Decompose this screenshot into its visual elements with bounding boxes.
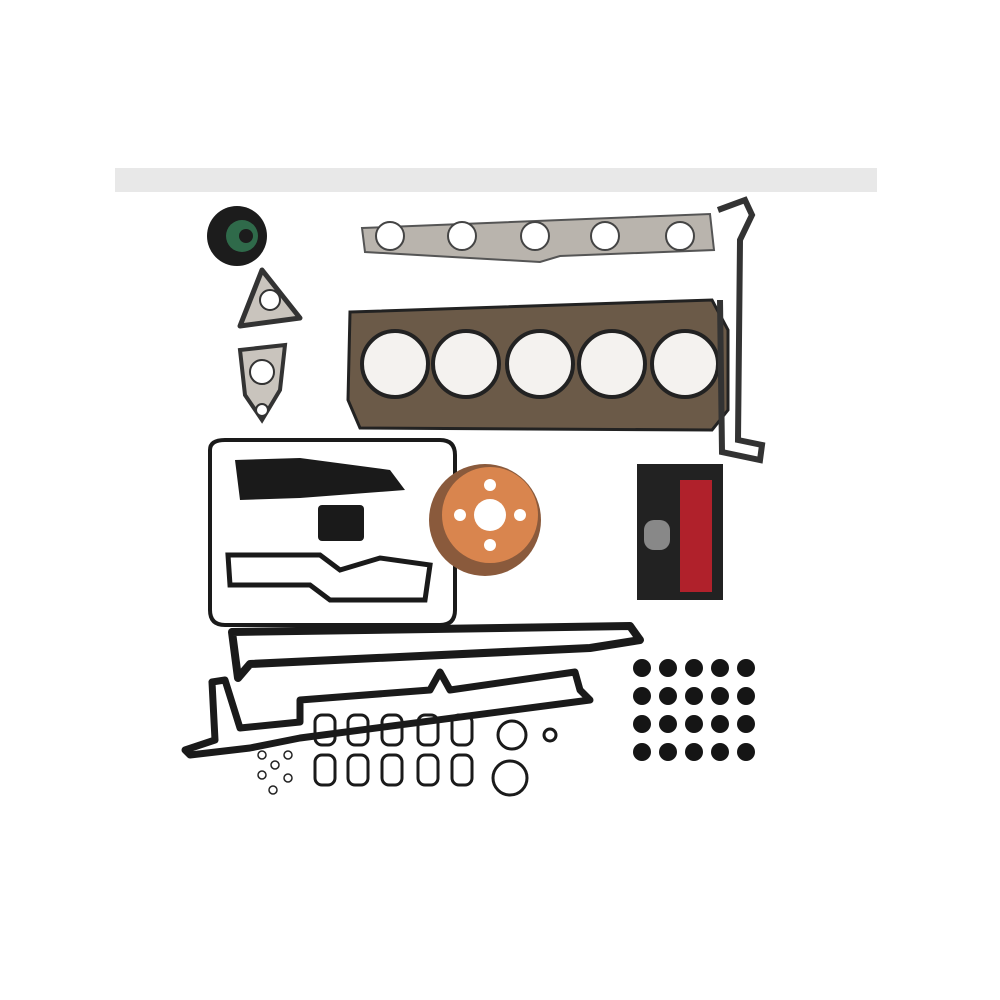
small-o-rings (257, 750, 293, 795)
o-ring (496, 719, 528, 751)
manifold-port (590, 221, 620, 251)
cylinder-bore (505, 329, 575, 399)
valve-stem-seal (737, 743, 755, 761)
valve-stem-seal (633, 687, 651, 705)
intake-port-seal (416, 753, 440, 787)
cylinder-bore (431, 329, 501, 399)
intake-port-seal (450, 753, 474, 787)
intake-port-seal (313, 713, 337, 747)
o-ring (542, 727, 558, 743)
manifold-port (665, 221, 695, 251)
intake-port-seal (416, 713, 440, 747)
valve-stem-seal (659, 687, 677, 705)
intake-port-seal (380, 753, 404, 787)
valve-stem-seal (685, 687, 703, 705)
valve-stem-seal (633, 659, 651, 677)
cylinder-head-gasket (346, 196, 766, 464)
valve-stem-seal (711, 687, 729, 705)
valve-stem-seal (659, 659, 677, 677)
valve-stem-seal (737, 715, 755, 733)
cylinder-bore (577, 329, 647, 399)
top-bar (115, 168, 877, 192)
valve-stem-seal (737, 687, 755, 705)
valve-stem-seal (711, 715, 729, 733)
valve-stem-seal (737, 659, 755, 677)
oil-pan-gasket (181, 622, 644, 759)
valve-stem-seal (659, 743, 677, 761)
crank-seal (207, 206, 267, 266)
small-o-ring (270, 760, 280, 770)
cylinder-bore (360, 329, 430, 399)
cylinder-bore (650, 329, 720, 399)
valve-stem-seal (633, 743, 651, 761)
manifold-port (520, 221, 550, 251)
manifold-port (375, 221, 405, 251)
valve-stem-seal (685, 743, 703, 761)
small-o-ring (283, 773, 293, 783)
turbo-gasket (237, 267, 303, 424)
rtv-sealant-package (637, 464, 723, 600)
small-o-ring (257, 770, 267, 780)
small-o-ring (268, 785, 278, 795)
valve-stem-seal (685, 659, 703, 677)
rear-main-seal (429, 464, 541, 576)
small-o-ring (283, 750, 293, 760)
valve-stem-seals (633, 659, 755, 761)
intake-port-seal (313, 753, 337, 787)
intake-port-seal (380, 713, 404, 747)
valve-cover-gasket (208, 438, 457, 627)
exhaust-manifold-gasket (360, 212, 716, 264)
valve-stem-seal (711, 659, 729, 677)
small-o-ring (257, 750, 267, 760)
intake-port-seal (346, 753, 370, 787)
valve-stem-seal (659, 715, 677, 733)
intake-port-seal (346, 713, 370, 747)
intake-seals (313, 713, 558, 797)
intake-port-seal (450, 713, 474, 747)
valve-stem-seal (711, 743, 729, 761)
o-ring (491, 759, 529, 797)
valve-stem-seal (685, 715, 703, 733)
valve-stem-seal (633, 715, 651, 733)
manifold-port (447, 221, 477, 251)
